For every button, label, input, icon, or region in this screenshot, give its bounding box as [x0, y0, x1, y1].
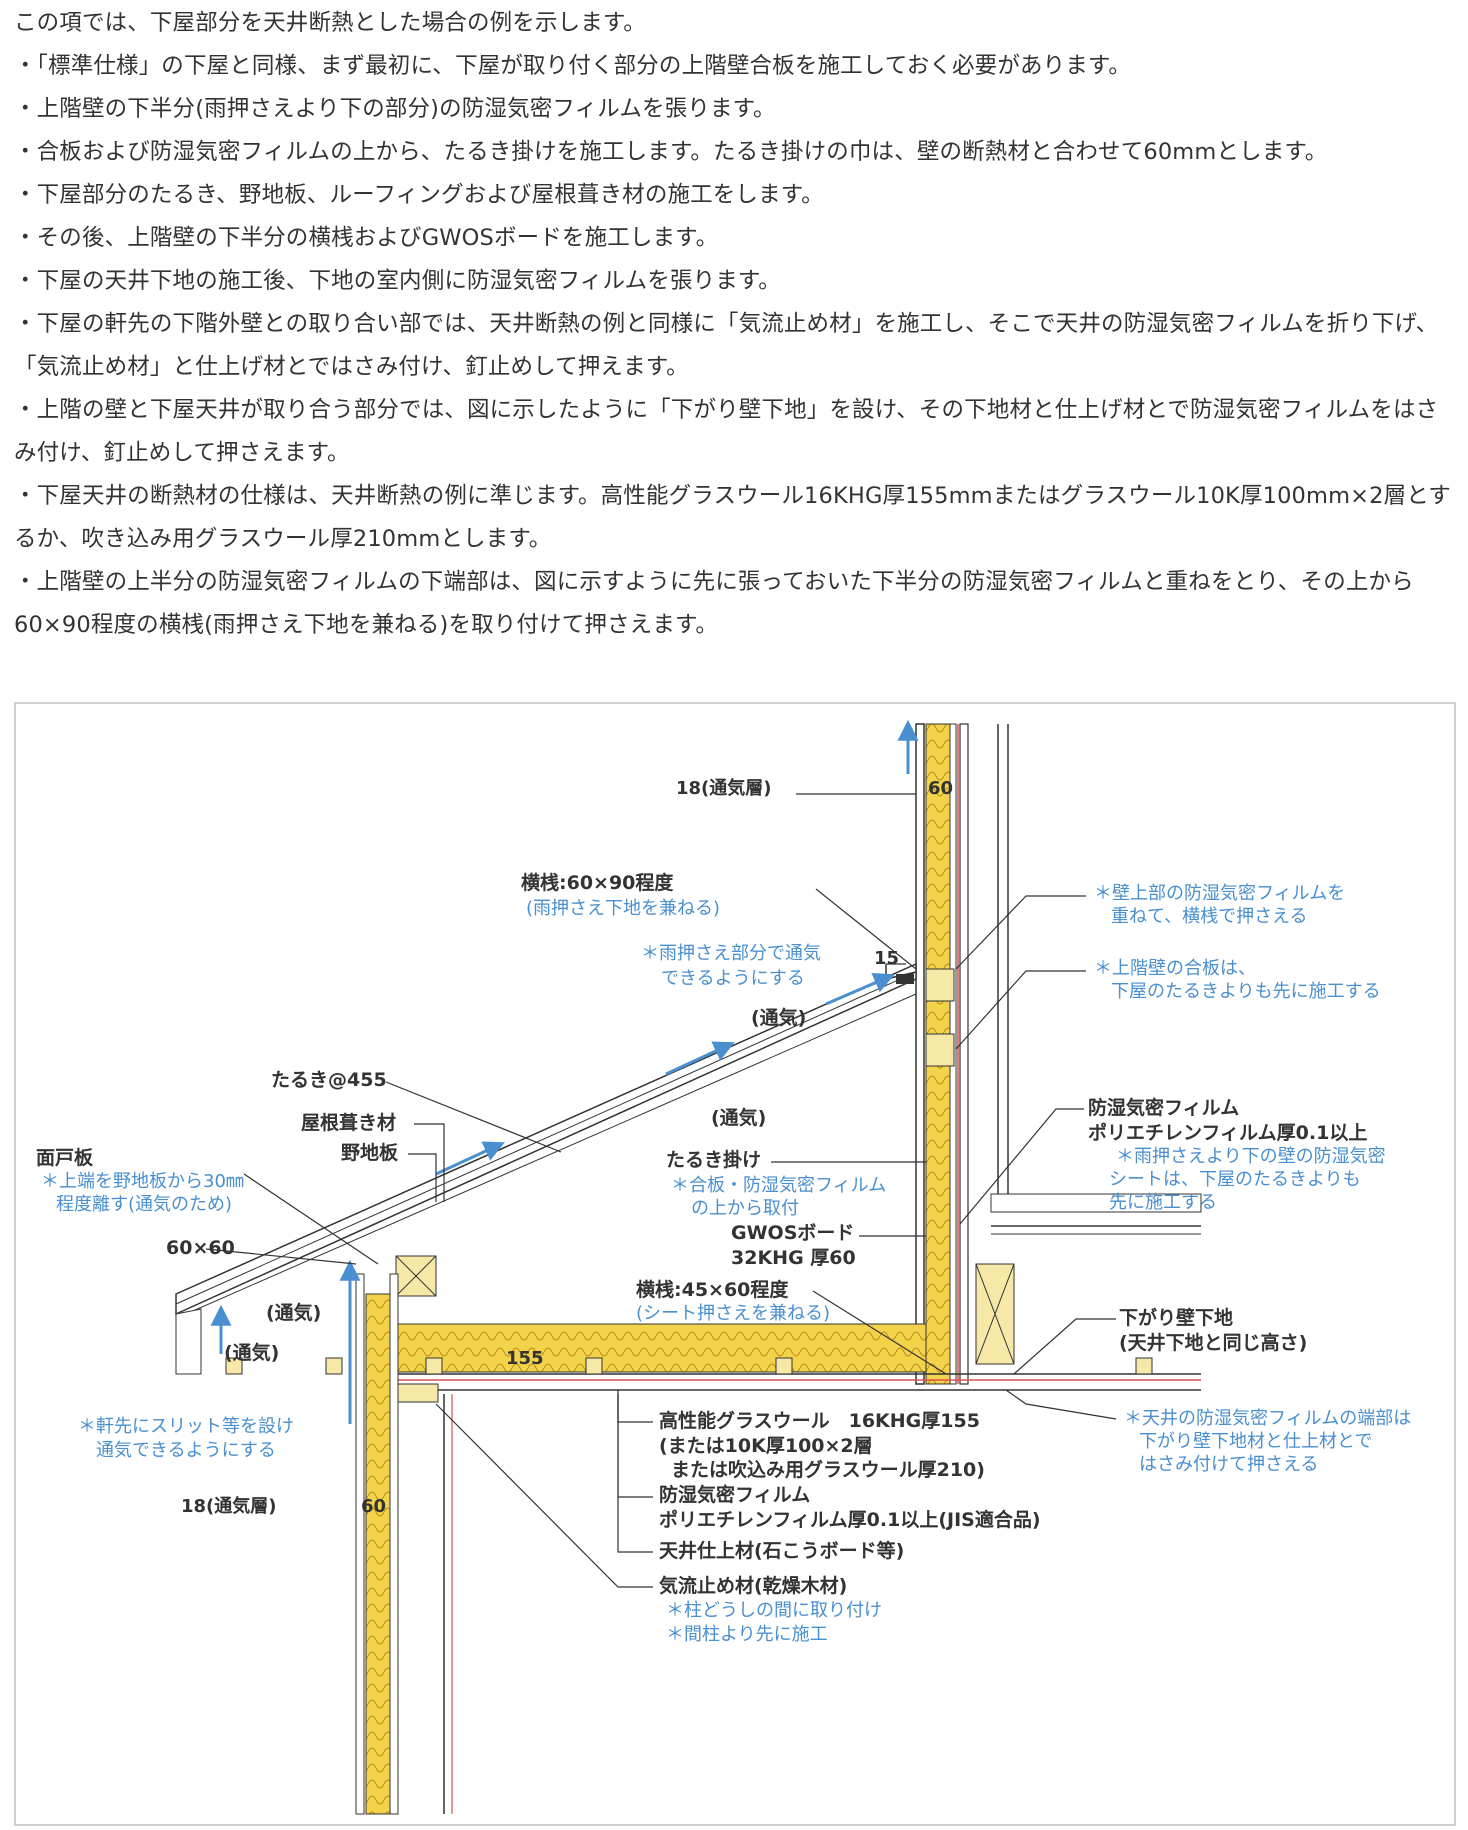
diagram-labels: 18(通気層) 60 15 横桟:60×90程度 (雨押さえ下地を兼ねる) ＊雨… [36, 777, 1411, 1645]
note-right-1a: ＊壁上部の防湿気密フィルムを [1094, 883, 1345, 904]
intro-paragraph: ・上階壁の上半分の防湿気密フィルムの下端部は、図に示すように先に張っておいた下半… [14, 569, 1414, 638]
label-vent-3: (通気) [266, 1301, 321, 1324]
note-mendo-1: ＊上端を野地板から30㎜ [41, 1171, 244, 1192]
label-6060: 60×60 [166, 1237, 235, 1259]
intro-paragraph: ・下屋の軒先の下階外壁との取り合い部では、天井断熱の例と同様に「気流止め材」を施… [14, 311, 1439, 380]
label-gwos-2: 32KHG 厚60 [731, 1247, 856, 1269]
label-cfilm-2: ポリエチレンフィルム厚0.1以上(JIS適合品) [659, 1508, 1041, 1531]
note-yokosan-lower: (シート押さえを兼ねる) [636, 1303, 830, 1324]
label-vent-4: (通気) [224, 1341, 279, 1364]
label-stop-1: 気流止め材(乾燥木材) [659, 1574, 847, 1597]
upper-wall [897, 719, 1202, 1385]
leader-lines [205, 793, 1117, 1588]
note-film-1: ＊雨押さえより下の壁の防湿気密 [1116, 1146, 1386, 1167]
label-film-1: 防湿気密フィルム [1088, 1096, 1239, 1119]
label-gw-1: 高性能グラスウール 16KHG厚155 [659, 1409, 980, 1432]
label-upper-60: 60 [928, 778, 953, 799]
label-film-2: ポリエチレンフィルム厚0.1以上 [1088, 1121, 1367, 1144]
figure-frame: 18(通気層) 60 15 横桟:60×90程度 (雨押さえ下地を兼ねる) ＊雨… [14, 702, 1456, 1826]
label-155: 155 [506, 1348, 544, 1369]
note-eave-1: ＊軒先にスリット等を設け [78, 1416, 294, 1437]
label-upper-vent: 18(通気層) [676, 777, 772, 799]
note-right-2a: ＊上階壁の合板は、 [1094, 958, 1256, 979]
note-mendo-2: 程度離す(通気のため) [56, 1194, 232, 1215]
note-eave-2: 通気できるようにする [96, 1440, 276, 1461]
intro-paragraph: ・その後、上階壁の下半分の横桟およびGWOSボードを施工します。 [14, 225, 719, 251]
label-cfilm-1: 防湿気密フィルム [659, 1483, 810, 1506]
note-film-2: シートは、下屋のたるきよりも [1109, 1169, 1361, 1190]
note-ceiling-3: はさみ付けて押さえる [1139, 1454, 1318, 1475]
label-mendo: 面戸板 [36, 1146, 94, 1169]
label-gwos-1: GWOSボード [731, 1222, 854, 1244]
note-stop-2: ＊柱どうしの間に取り付け [666, 1600, 882, 1621]
label-taruki-kake: たるき掛け [666, 1148, 761, 1171]
label-finish: 天井仕上材(石こうボード等) [659, 1539, 904, 1562]
note-yokosan-upper: (雨押さえ下地を兼ねる) [526, 898, 720, 919]
label-vent-1: (通気) [751, 1006, 806, 1029]
label-lower-60: 60 [361, 1496, 386, 1517]
note-taruki-kake-2: の上から取付 [691, 1198, 799, 1219]
note-film-3: 先に施工する [1109, 1192, 1217, 1213]
ceiling [225, 1255, 1201, 1391]
label-sagari-1: 下がり壁下地 [1119, 1306, 1233, 1329]
lower-wall [210, 1259, 453, 1815]
intro-paragraph: ・下屋の天井下地の施工後、下地の室内側に防湿気密フィルムを張ります。 [14, 268, 781, 294]
note-stop-3: ＊間柱より先に施工 [666, 1624, 828, 1645]
note-taruki-kake-1: ＊合板・防湿気密フィルム [671, 1175, 886, 1196]
label-gw-2: (または10K厚100×2層 [659, 1435, 873, 1457]
note-right-1b: 重ねて、横桟で押さえる [1111, 906, 1308, 927]
roof [175, 962, 917, 1375]
note-amaosae-1: ＊雨押さえ部分で通気 [641, 943, 821, 964]
note-right-2b: 下屋のたるきよりも先に施工する [1111, 981, 1381, 1002]
label-15: 15 [874, 948, 899, 969]
note-ceiling-2: 下がり壁下地材と仕上材とで [1139, 1431, 1372, 1452]
note-ceiling-1: ＊天井の防湿気密フィルムの端部は [1124, 1408, 1411, 1429]
intro-text: この項では、下屋部分を天井断熱とした場合の例を示します。 ・「標準仕様」の下屋と… [14, 2, 1454, 647]
label-lower-vent: 18(通気層) [181, 1495, 277, 1517]
intro-paragraph: ・上階壁の下半分(雨押さえより下の部分)の防湿気密フィルムを張ります。 [14, 96, 776, 122]
label-sagari-2: (天井下地と同じ高さ) [1119, 1331, 1307, 1354]
label-vent-2: (通気) [711, 1106, 766, 1129]
label-gw-3: または吹込み用グラスウール厚210) [671, 1458, 985, 1481]
note-amaosae-2: できるようにする [661, 968, 805, 989]
intro-paragraph: この項では、下屋部分を天井断熱とした場合の例を示します。 [14, 10, 646, 36]
label-taruki: たるき@455 [271, 1069, 387, 1091]
intro-paragraph: ・下屋部分のたるき、野地板、ルーフィングおよび屋根葺き材の施工をします。 [14, 182, 824, 208]
section-diagram: 18(通気層) 60 15 横桟:60×90程度 (雨押さえ下地を兼ねる) ＊雨… [36, 719, 1411, 1815]
label-yane: 屋根葺き材 [301, 1111, 396, 1134]
intro-paragraph: ・下屋天井の断熱材の仕様は、天井断熱の例に準じます。高性能グラスウール16KHG… [14, 483, 1451, 552]
intro-paragraph: ・上階の壁と下屋天井が取り合う部分では、図に示したように「下がり壁下地」を設け、… [14, 397, 1439, 466]
label-yokosan-lower: 横桟:45×60程度 [636, 1278, 789, 1301]
label-yokosan-upper: 横桟:60×90程度 [521, 871, 674, 894]
intro-paragraph: ・「標準仕様」の下屋と同様、まず最初に、下屋が取り付く部分の上階壁合板を施工して… [14, 53, 1131, 79]
label-noji: 野地板 [341, 1141, 399, 1164]
intro-paragraph: ・合板および防湿気密フィルムの上から、たるき掛けを施工します。たるき掛けの巾は、… [14, 139, 1328, 165]
